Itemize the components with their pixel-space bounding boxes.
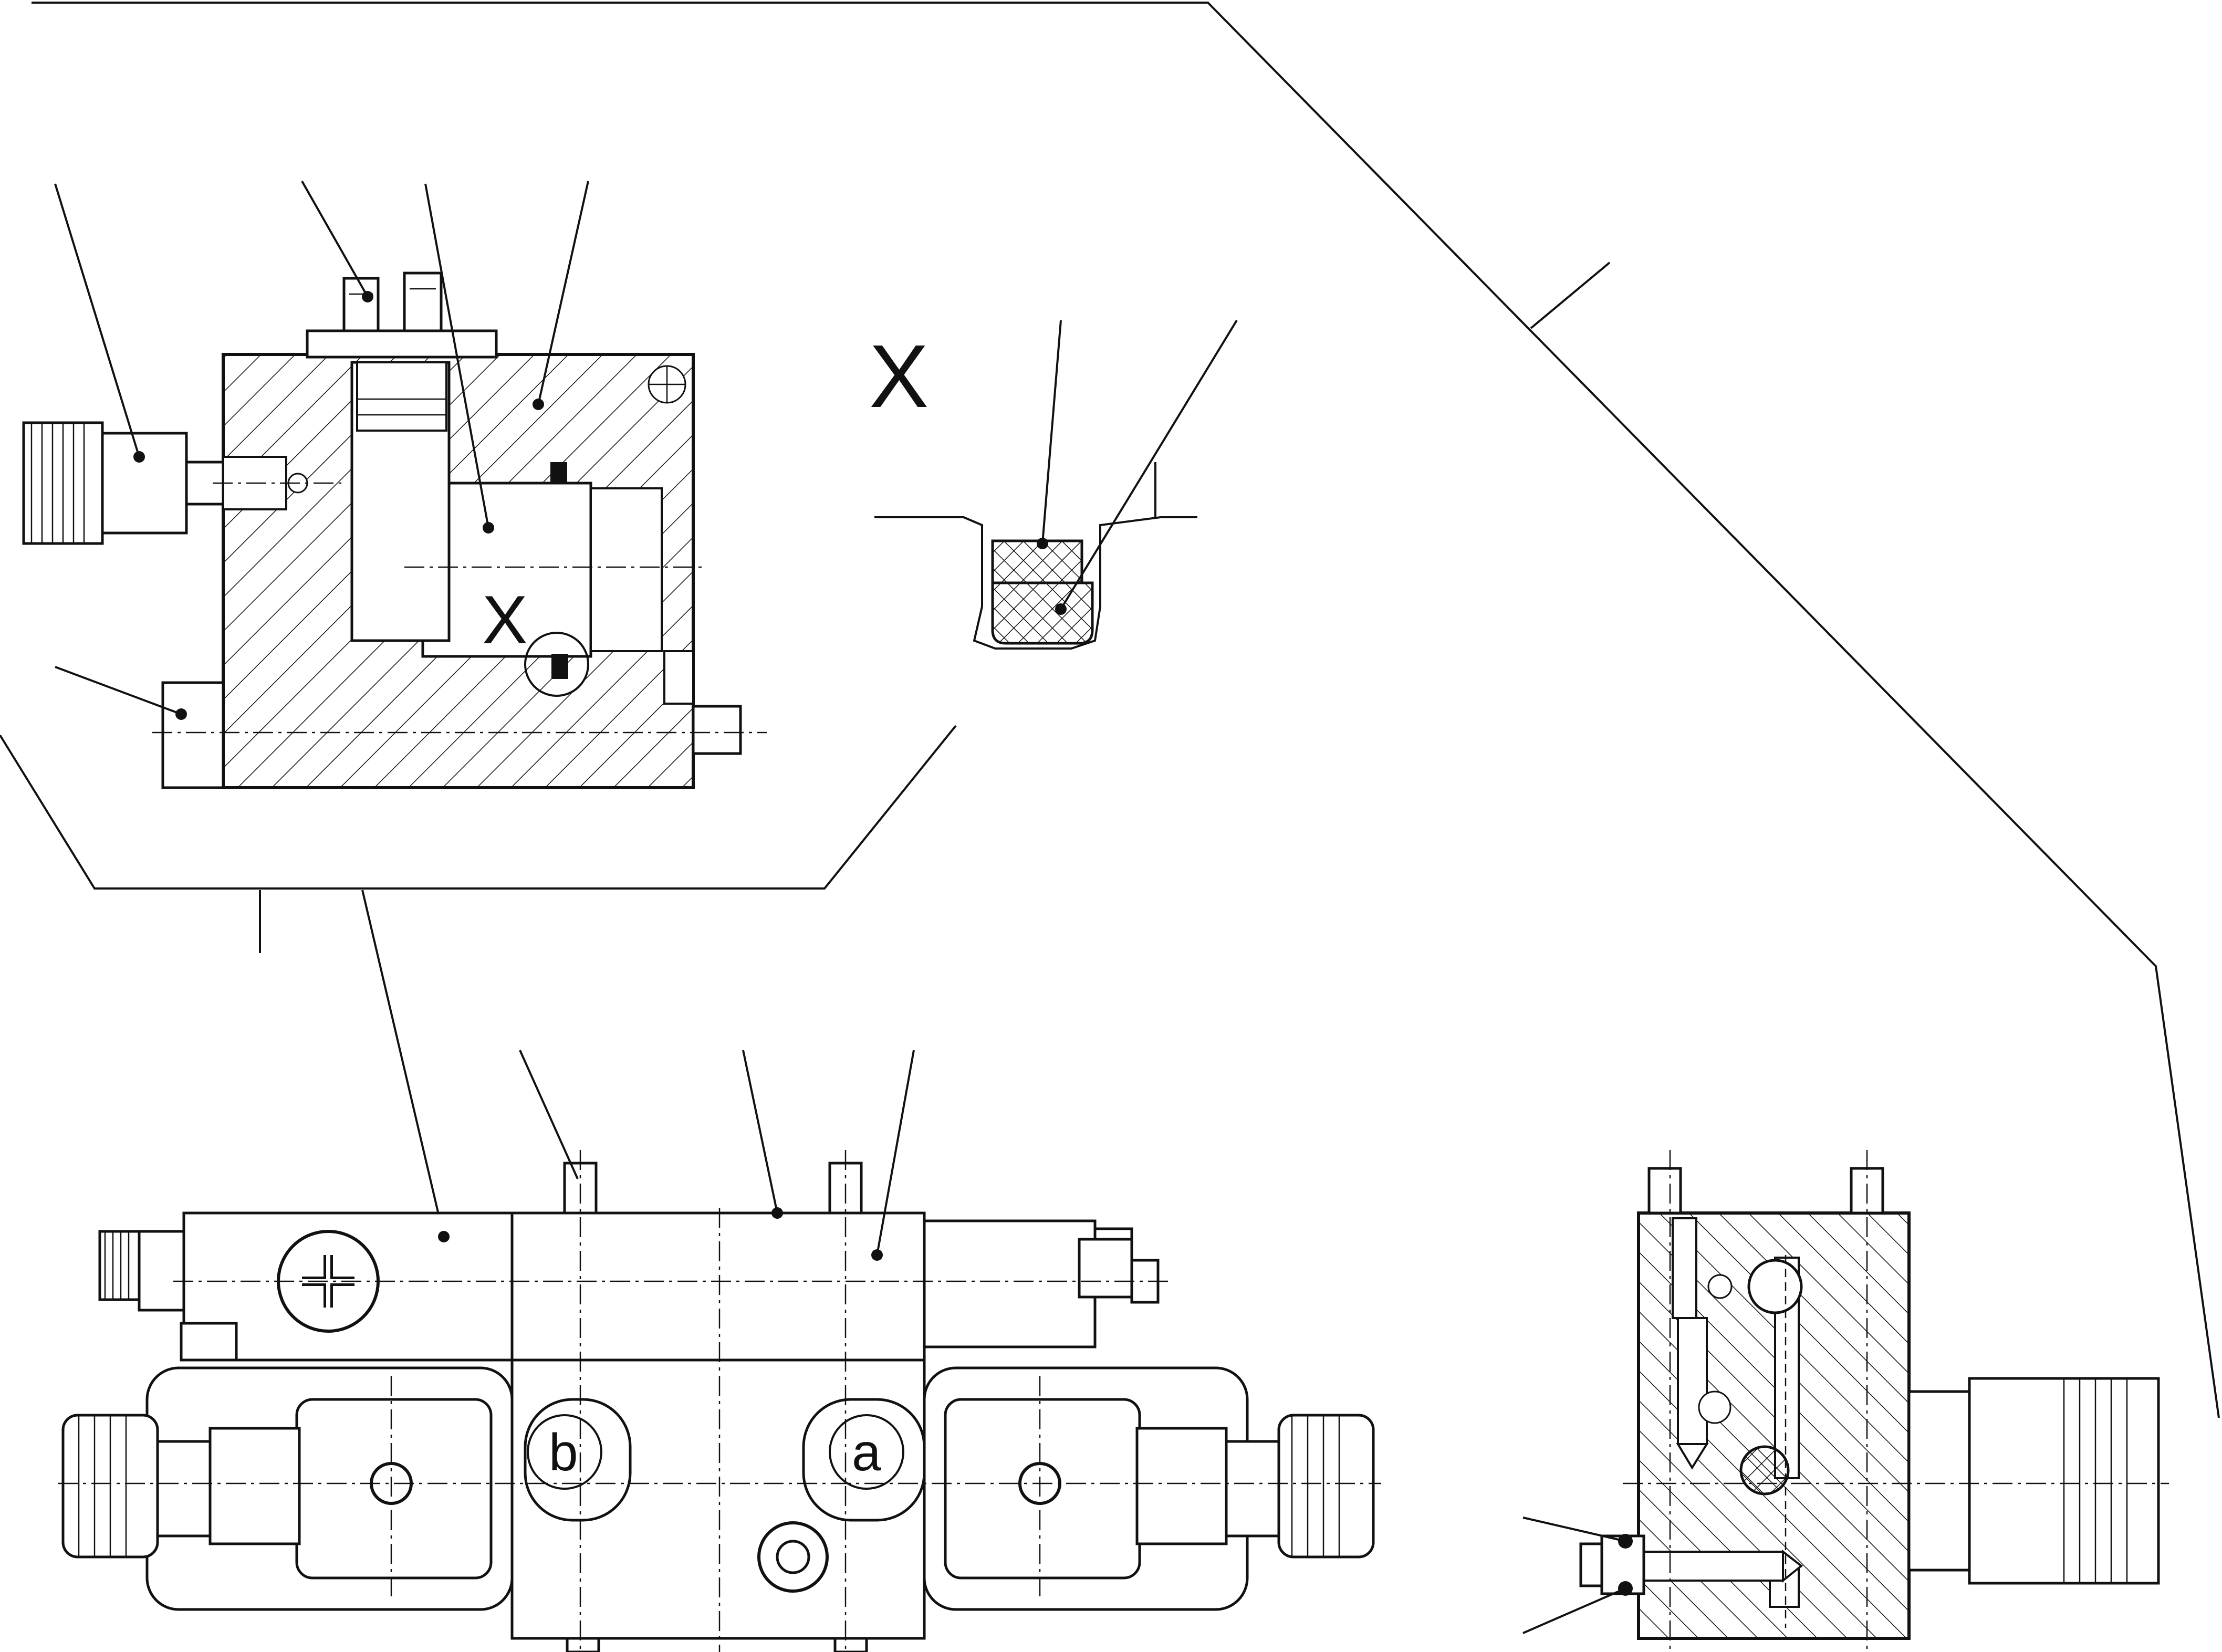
detail-marker: X (869, 327, 929, 426)
side-section-view (1522, 1150, 2169, 1652)
front-view: b a (58, 1050, 1381, 1652)
port-b-label: b (549, 1423, 578, 1482)
section-marker: X (482, 581, 528, 658)
port-a-label: a (852, 1423, 881, 1482)
callout-frame (0, 2, 2220, 1418)
section-view: X (22, 181, 767, 1237)
detail-x: X (869, 319, 1238, 650)
